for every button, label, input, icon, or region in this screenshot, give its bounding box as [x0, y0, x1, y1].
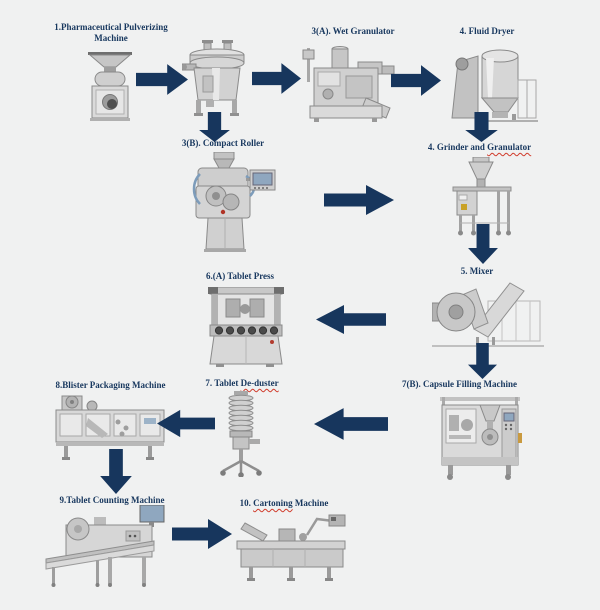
tablet-press-photo: [202, 287, 290, 367]
capsule-filling-machine-photo: [434, 395, 526, 481]
label-compact-roller: 3(B). Compact Roller: [168, 138, 278, 149]
label-text: 6.(A) Tablet Press: [205, 271, 275, 281]
label-text: Machine: [292, 498, 329, 508]
label-tablet-de-duster: 7. Tablet De-duster: [192, 378, 292, 389]
grinder-granulator-photo: [445, 157, 517, 237]
label-text: 4. Fluid Dryer: [459, 26, 515, 36]
wet-granulator-photo: [302, 46, 400, 122]
tablet-counting-machine-photo: [42, 505, 188, 587]
label-text-misspelled: Granulator: [487, 142, 532, 152]
label-blister-packaging-machine: 8.Blister Packaging Machine: [44, 380, 177, 391]
flow-arrow-capsule-filler-to-de-duster: [314, 408, 388, 440]
label-text: 7. Tablet: [205, 378, 241, 388]
flow-arrow-pulverizer-to-sifter: [136, 64, 188, 95]
blister-packaging-machine-photo: [52, 394, 168, 460]
vibrating-sifter-photo: [182, 40, 252, 118]
label-text: 3(A). Wet Granulator: [311, 26, 395, 36]
flow-arrow-fluid-dryer-to-grinder: [465, 112, 498, 142]
label-text: 5. Mixer: [460, 266, 494, 276]
label-tablet-press: 6.(A) Tablet Press: [192, 271, 288, 282]
pulverizing-machine-photo: [78, 52, 142, 122]
cartoning-machine-photo: [233, 511, 349, 581]
compact-roller-photo: [186, 152, 276, 252]
label-tablet-counting-machine: 9.Tablet Counting Machine: [42, 495, 182, 506]
label-wet-granulator: 3(A). Wet Granulator: [298, 26, 408, 37]
label-fluid-dryer: 4. Fluid Dryer: [442, 26, 532, 37]
flow-arrow-mixer-to-tablet-press: [316, 304, 386, 335]
label-text-misspelled: De-duster: [240, 378, 279, 388]
label-mixer: 5. Mixer: [448, 266, 506, 277]
flow-arrow-sifter-to-wet-granulator: [252, 63, 301, 94]
flow-arrow-grinder-to-mixer: [468, 224, 498, 264]
flow-arrow-mixer-to-capsule-filler: [467, 343, 498, 379]
flow-arrow-wet-granulator-to-fluid-dryer: [391, 65, 441, 96]
label-text: 4. Grinder and: [427, 142, 488, 152]
flow-arrow-compact-roller-to-grinder: [324, 185, 394, 215]
flow-arrow-de-duster-to-blister: [157, 409, 215, 438]
flow-arrow-blister-to-counting: [100, 449, 132, 494]
label-capsule-filling-machine: 7(B). Capsule Filling Machine: [392, 379, 527, 390]
flow-arrow-counting-to-cartoning: [172, 519, 232, 549]
label-pulverizing-machine: 1.Pharmaceutical Pulverizing Machine: [52, 22, 170, 44]
v-mixer-photo: [432, 279, 544, 349]
label-text: 3(B). Compact Roller: [181, 138, 265, 148]
label-grinder-granulator: 4. Grinder and Granulator: [412, 142, 547, 153]
label-text: 1.Pharmaceutical Pulverizing Machine: [54, 22, 168, 43]
label-text: 9.Tablet Counting Machine: [59, 495, 165, 505]
label-cartoning-machine: 10. Cartoning Machine: [228, 498, 340, 509]
flow-arrow-sifter-to-compact-roller: [199, 112, 230, 142]
fluid-dryer-photo: [448, 44, 544, 122]
tablet-de-duster-photo: [214, 391, 268, 477]
label-text: 7(B). Capsule Filling Machine: [401, 379, 517, 389]
label-text: 10.: [239, 498, 254, 508]
label-text: 8.Blister Packaging Machine: [55, 380, 166, 390]
label-text-misspelled: Cartoning: [253, 498, 293, 508]
